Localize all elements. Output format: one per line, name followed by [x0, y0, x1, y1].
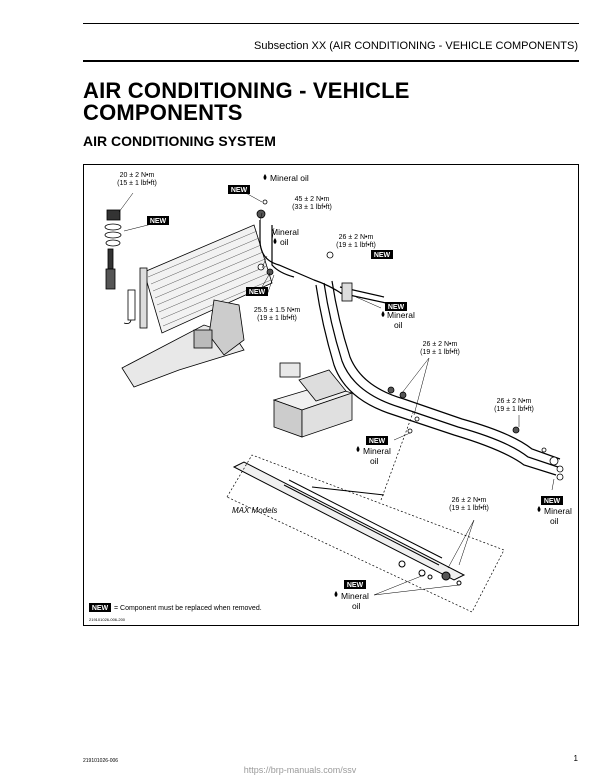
page-title: AIR CONDITIONING - VEHICLE COMPONENTS — [83, 80, 563, 124]
title-rule — [83, 60, 579, 62]
legend-text: = Component must be replaced when remove… — [114, 605, 262, 612]
max-models-lines — [232, 461, 466, 586]
new-badge-firewall: NEW — [388, 304, 405, 311]
new-badge-evaporator: NEW — [369, 438, 386, 445]
torque-label-255-line1: 25.5 ± 1.5 N•m — [254, 307, 301, 314]
torque-label-255-line2: (19 ± 1 lbf•ft) — [257, 315, 297, 322]
diagram-svg: 20 ± 2 N•m (15 ± 1 lbf•ft) 45 ± 2 N•m (3… — [89, 172, 572, 622]
oil-label-evaporator: oil — [370, 456, 379, 466]
legend-new-badge: NEW — [92, 605, 109, 612]
oil-drop-icon — [537, 506, 541, 512]
leader-lines — [118, 191, 555, 596]
section-title: AIR CONDITIONING SYSTEM — [83, 133, 276, 149]
footer-doc-code: 219101026-006 — [83, 758, 119, 764]
torque-label-26c-line1: 26 ± 2 N•m — [497, 398, 532, 405]
fittings — [256, 199, 564, 481]
watermark-url: https://brp-manuals.com/ssv — [243, 765, 357, 775]
header-rule — [83, 23, 579, 24]
exploded-diagram: 20 ± 2 N•m (15 ± 1 lbf•ft) 45 ± 2 N•m (3… — [83, 164, 579, 626]
mineral-oil-labels: Mineral oil Mineral oil Mineral oil Mine… — [263, 173, 572, 611]
oil-drop-icon — [381, 311, 385, 317]
oil-label-rear: oil — [550, 516, 559, 526]
torque-label-drier-line1: 20 ± 2 N•m — [120, 172, 155, 179]
max-models-dashed-box — [226, 409, 505, 613]
page-title-line2: COMPONENTS — [83, 100, 243, 125]
page-title-line1: AIR CONDITIONING - VEHICLE — [83, 78, 410, 103]
refrigerant-lines — [259, 220, 561, 476]
torque-label-26c-line2: (19 ± 1 lbf•ft) — [494, 406, 534, 413]
oil-label-condenser: oil — [280, 237, 289, 247]
oil-drop-icon — [263, 174, 267, 180]
mineral-label-rear: Mineral — [544, 506, 572, 516]
page-number: 1 — [573, 754, 578, 763]
torque-label-45-line1: 45 ± 2 N•m — [295, 196, 330, 203]
oil-label-firewall: oil — [394, 320, 403, 330]
new-badges: NEW NEW NEW NEW NEW NEW NEW NEW NEW — [89, 185, 563, 612]
new-badge-valve: NEW — [374, 252, 391, 259]
torque-label-26a-line2: (19 ± 1 lbf•ft) — [336, 242, 376, 249]
new-badge-condenser-fitting: NEW — [249, 289, 266, 296]
mineral-label-max: Mineral — [341, 591, 369, 601]
new-badge-drier: NEW — [150, 218, 167, 225]
max-models-label: MAX Models — [232, 506, 277, 515]
figure-code: 219101026-006-200 — [89, 617, 126, 622]
new-badge-oring-top: NEW — [231, 187, 248, 194]
torque-label-45-line2: (33 ± 1 lbf•ft) — [292, 204, 332, 211]
mineral-oil-top: Mineral oil — [270, 173, 309, 183]
torque-label-26d-line2: (19 ± 1 lbf•ft) — [449, 505, 489, 512]
oil-drop-icon — [273, 238, 277, 244]
condenser — [104, 209, 273, 334]
torque-label-26b-line1: 26 ± 2 N•m — [423, 341, 458, 348]
subsection-header: Subsection XX (AIR CONDITIONING - VEHICL… — [254, 40, 578, 52]
torque-label-26b-line2: (19 ± 1 lbf•ft) — [420, 349, 460, 356]
mineral-label-condenser: Mineral — [271, 227, 299, 237]
mineral-label-firewall: Mineral — [387, 310, 415, 320]
mineral-label-evaporator: Mineral — [363, 446, 391, 456]
evaporator-box — [272, 362, 354, 438]
new-badge-max: NEW — [347, 582, 364, 589]
torque-label-26d-line1: 26 ± 2 N•m — [452, 497, 487, 504]
oil-label-max: oil — [352, 601, 361, 611]
torque-label-drier-line2: (15 ± 1 lbf•ft) — [117, 180, 157, 187]
oil-drop-icon — [356, 446, 360, 452]
new-badge-rear: NEW — [544, 498, 561, 505]
mounting-bracket — [121, 299, 245, 388]
torque-label-26a-line1: 26 ± 2 N•m — [339, 234, 374, 241]
oil-drop-icon — [334, 591, 338, 597]
